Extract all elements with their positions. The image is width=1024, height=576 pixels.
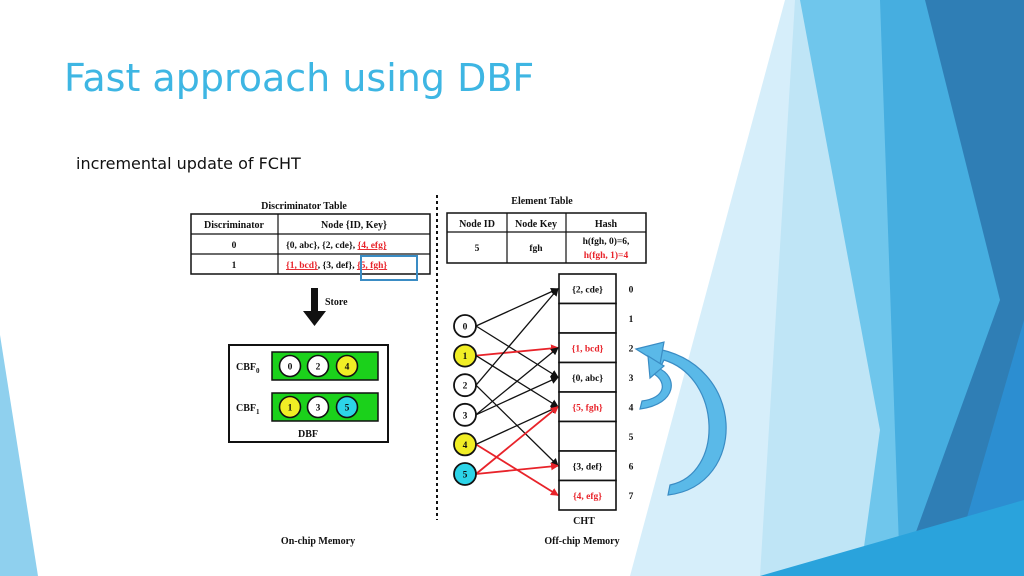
store-label: Store <box>325 297 348 308</box>
disc-row-1-value: 1 <box>232 261 237 271</box>
cht-slot-1: 1 <box>558 302 634 334</box>
cht-slot-0: {2, cde} 0 <box>558 273 634 305</box>
cht-slot-content: {0, abc} <box>572 374 603 384</box>
cht-slot-index: 4 <box>629 403 634 413</box>
disc-header-node: Node {ID, Key} <box>321 220 387 231</box>
slide-bullet: incremental update of FCHT <box>76 154 301 173</box>
cht-slot-7: {4, efg} 7 <box>558 479 634 511</box>
cht-slot-index: 3 <box>629 374 634 384</box>
edge-3-to-2 <box>475 347 559 416</box>
node-1: 1 <box>453 343 477 368</box>
cht-slot-4: {5, fgh} 4 <box>558 391 634 423</box>
short-curve-arrowhead <box>647 354 666 380</box>
short-curve-arrow <box>639 367 672 410</box>
svg-text:2: 2 <box>316 363 321 373</box>
cht-slot-content: {1, bcd} <box>572 344 604 354</box>
cht-slot-index: 0 <box>629 285 634 295</box>
disc-row-1-nodes: {1, bcd}, {3, def}, {5, fgh} <box>286 261 387 271</box>
svg-text:3: 3 <box>316 404 321 414</box>
edge-1-to-2 <box>475 344 559 357</box>
edge-2-to-0 <box>475 287 559 386</box>
disc-header-discriminator: Discriminator <box>204 220 265 231</box>
cbf1-circle-2: 5 <box>335 395 359 419</box>
svg-text:0: 0 <box>288 363 293 373</box>
node-label: 2 <box>463 382 468 392</box>
svg-text:1: 1 <box>288 404 293 414</box>
highlight-box <box>360 255 418 281</box>
svg-text:4: 4 <box>345 363 350 373</box>
edge-5-to-6 <box>475 462 559 475</box>
node-column: 0 1 2 3 4 5 <box>453 314 477 486</box>
svg-text:5: 5 <box>345 404 350 414</box>
cht-slot-content: {3, def} <box>573 462 603 472</box>
cbf0-label: CBF0 <box>236 362 260 375</box>
node-label: 1 <box>463 352 468 362</box>
edges <box>475 287 559 497</box>
element-header-id: Node ID <box>459 219 495 230</box>
cbf0-circle-1: 2 <box>306 354 330 378</box>
node-label: 3 <box>463 411 468 421</box>
element-table-title: Element Table <box>511 196 573 207</box>
cht-slot-content: {2, cde} <box>572 285 603 295</box>
cht-slot-6: {3, def} 6 <box>558 450 634 482</box>
node-4: 4 <box>453 432 477 457</box>
reinsert-arrows <box>634 341 727 496</box>
cbf1-circle-0: 1 <box>278 395 302 419</box>
disc-row-0-nodes: {0, abc}, {2, cde}, {4, efg} <box>286 241 387 251</box>
disc-row-0-value: 0 <box>232 241 237 251</box>
node-0: 0 <box>453 314 477 338</box>
edge-0-to-0 <box>475 288 559 327</box>
slide-title: Fast approach using DBF <box>64 56 535 100</box>
element-header-key: Node Key <box>515 219 557 230</box>
edge-4-to-4 <box>475 406 559 445</box>
element-header-hash: Hash <box>595 219 618 230</box>
discriminator-table: Discriminator Node {ID, Key} 0 1 {0, abc… <box>190 213 431 281</box>
element-table: Node ID Node Key Hash 5 fgh h(fgh, 0)=6,… <box>446 212 647 264</box>
on-chip-label: On-chip Memory <box>281 536 355 547</box>
cht-slot-content: {4, efg} <box>573 492 602 502</box>
off-chip-label: Off-chip Memory <box>544 536 619 547</box>
cht-table: {2, cde} 0 1 {1, bcd} 2 {0, abc} 3 {5, fgh} 4 5 {3… <box>558 273 634 511</box>
cht-slot-index: 7 <box>629 492 634 502</box>
dbf-box: CBF0 CBF1 0 2 4 1 3 5 DBF <box>228 344 389 443</box>
edge-3-to-3 <box>475 376 559 416</box>
element-row-hash-2: h(fgh, 1)=4 <box>584 250 629 261</box>
node-label: 5 <box>463 471 468 481</box>
dbf-label: DBF <box>298 429 318 440</box>
cbf1-circle-1: 3 <box>306 395 330 419</box>
cht-slot-content: {5, fgh} <box>572 403 602 413</box>
long-curve-arrow <box>651 347 727 496</box>
cht-slot-index: 2 <box>629 344 634 354</box>
store-arrow <box>303 288 326 326</box>
cht-slot-5: 5 <box>558 420 634 452</box>
cbf0-circle-0: 0 <box>278 354 302 378</box>
node-label: 0 <box>463 323 468 333</box>
cbf1-label: CBF1 <box>236 403 260 416</box>
cbf0-circle-2: 4 <box>335 354 359 378</box>
edge-5-to-4 <box>475 406 559 475</box>
node-5: 5 <box>453 462 477 486</box>
cht-slot-index: 5 <box>629 433 634 443</box>
cht-slot-index: 6 <box>629 462 634 472</box>
node-label: 4 <box>463 441 468 451</box>
cht-slot-3: {0, abc} 3 <box>558 361 634 393</box>
node-3: 3 <box>453 402 477 427</box>
cht-slot-index: 1 <box>629 315 634 325</box>
element-row-hash-1: h(fgh, 0)=6, <box>583 236 630 247</box>
left-accent-shape <box>0 335 38 576</box>
element-row-key: fgh <box>529 244 543 254</box>
element-row-id: 5 <box>475 244 480 254</box>
cht-slot-2: {1, bcd} 2 <box>558 332 634 364</box>
bg-shape-bottom <box>760 500 1024 576</box>
node-2: 2 <box>453 373 477 398</box>
cht-label: CHT <box>573 516 595 527</box>
discriminator-table-title: Discriminator Table <box>261 201 347 212</box>
